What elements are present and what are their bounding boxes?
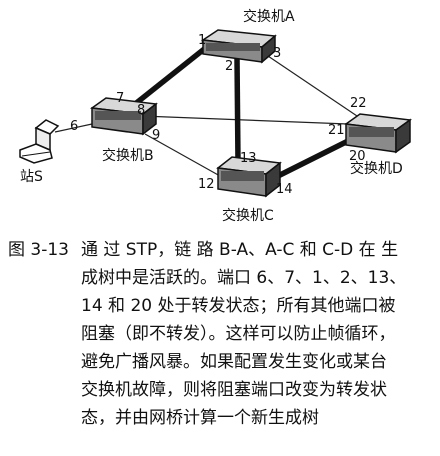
port-label: 7 — [116, 91, 124, 106]
link-a-d — [264, 53, 361, 119]
link-c-d[interactable] — [268, 137, 352, 183]
port-label: 2 — [225, 59, 233, 74]
caption-line: 成树中是活跃的。端口 6、7、1、2、13、 — [81, 268, 407, 288]
caption-line: 通 过 STP，链 路 B-A、A-C 和 C-D 在 生 — [81, 240, 399, 260]
caption-line: 阻塞（即不转发）。这样可以防止帧循环， — [81, 324, 396, 344]
switch-d-label: 交换机D — [350, 160, 403, 177]
figure-label: 图 3-13 — [8, 240, 69, 260]
switch-c[interactable] — [216, 156, 282, 198]
port-label: 8 — [137, 103, 145, 118]
link-s-b — [54, 123, 93, 133]
switch-a[interactable] — [200, 29, 277, 64]
port-label: 3 — [273, 46, 281, 61]
port-label: 12 — [198, 177, 215, 192]
caption-text: 通 过 STP，链 路 B-A、A-C 和 C-D 在 生 成树中是活跃的。端口… — [81, 236, 436, 432]
port-label: 20 — [349, 149, 366, 164]
station-s-label: 站S — [20, 169, 43, 185]
link-b-d — [141, 115, 349, 125]
port-label: 9 — [152, 128, 160, 143]
link-b-c — [144, 133, 221, 177]
link-b-a[interactable] — [128, 43, 210, 111]
port-label: 13 — [240, 151, 257, 166]
stp-network-diagram: 交换机A 交换机B 交换机C 交换机D 站S 1 2 3 6 7 8 9 12 … — [19, 8, 413, 224]
caption-line: 14 和 20 处于转发状态；所有其他端口被 — [81, 296, 396, 316]
link-a-c[interactable] — [234, 57, 241, 163]
switch-c-label: 交换机C — [222, 207, 274, 224]
caption-line: 避免广播风暴。如果配置发生变化或某台 — [81, 352, 387, 372]
caption-line: 态，并由网桥计算一个新生成树 — [81, 408, 319, 428]
port-label: 1 — [198, 33, 206, 48]
switch-a-label: 交换机A — [243, 8, 295, 25]
caption-line: 交换机故障，则将阻塞端口改变为转发状 — [81, 380, 387, 400]
port-label: 21 — [328, 123, 345, 138]
port-label: 14 — [276, 182, 293, 197]
switch-b-label: 交换机B — [102, 147, 154, 164]
laptop-icon[interactable] — [19, 119, 60, 164]
switch-b[interactable] — [89, 97, 158, 136]
switch-d[interactable] — [343, 113, 413, 154]
port-label: 6 — [70, 119, 78, 134]
port-label: 22 — [350, 96, 367, 111]
